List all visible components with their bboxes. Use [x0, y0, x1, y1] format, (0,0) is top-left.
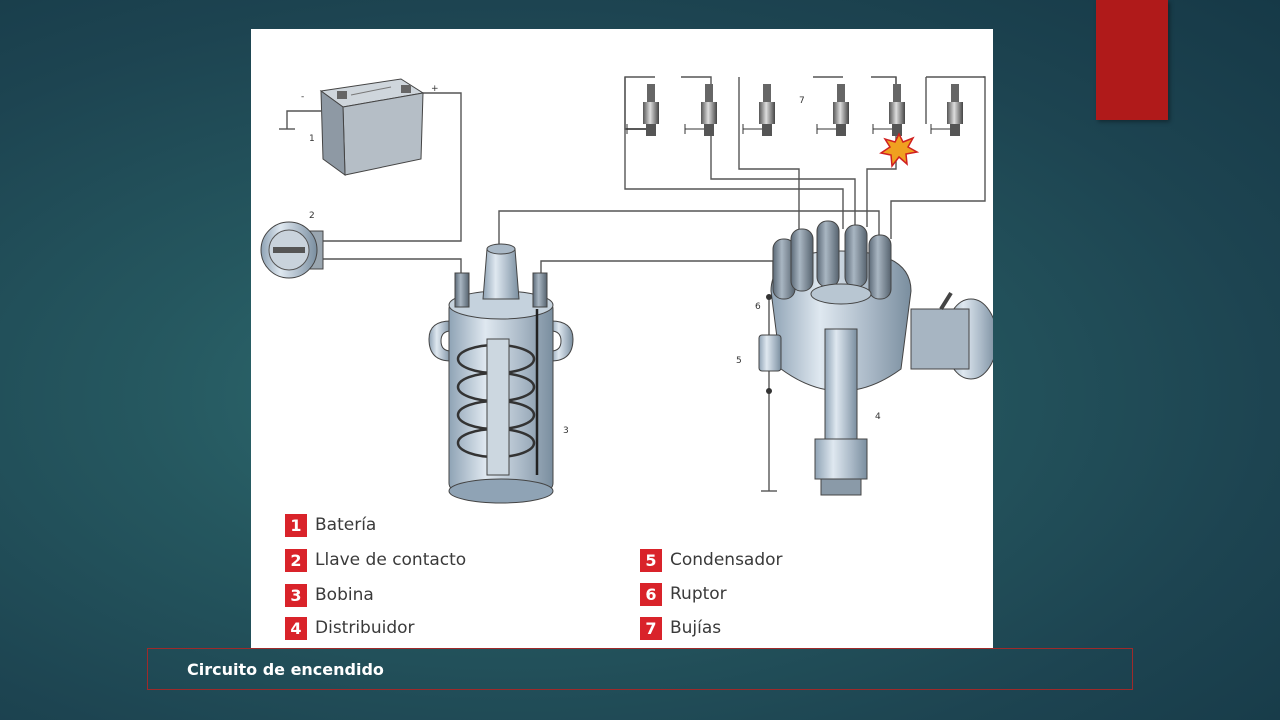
- legend-number-badge: 4: [285, 616, 307, 640]
- breaker-part-number: 6: [755, 302, 761, 312]
- legend-label: Condensador: [670, 550, 783, 570]
- legend-item: 7 Bujías: [640, 616, 721, 640]
- battery-part-number: 1: [309, 134, 315, 144]
- legend-label: Bujías: [670, 618, 722, 638]
- switch-part-number: 2: [309, 211, 315, 221]
- accent-bar: [1096, 0, 1168, 120]
- slide-caption: Circuito de encendido: [187, 660, 384, 679]
- legend-label: Llave de contacto: [315, 550, 467, 570]
- condenser-part-number: 5: [736, 356, 742, 366]
- ignition-switch-drawing: [260, 221, 324, 279]
- legend-label: Distribuidor: [315, 618, 415, 638]
- legend-label: Ruptor: [670, 584, 727, 604]
- battery-plus-label: +: [431, 84, 439, 94]
- legend-number-badge: 3: [285, 583, 307, 607]
- legend-number-badge: 5: [640, 548, 662, 572]
- legend-label: Bobina: [315, 585, 374, 605]
- legend-number-badge: 6: [640, 582, 662, 606]
- wiring: [279, 76, 986, 492]
- legend-item: 4 Distribuidor: [285, 616, 415, 640]
- spark-plugs-part-number: 7: [799, 96, 805, 106]
- legend-number-badge: 1: [285, 513, 307, 537]
- part-labels: - + 1 2 3 4 5 6 7: [301, 84, 881, 436]
- distributor-drawing: [758, 220, 993, 496]
- coil-drawing: [428, 243, 574, 504]
- legend-number-badge: 2: [285, 548, 307, 572]
- legend-item: 6 Ruptor: [640, 582, 727, 606]
- legend-number-badge: 7: [640, 616, 662, 640]
- caption-box: Circuito de encendido: [147, 648, 1133, 690]
- legend-label: Batería: [315, 515, 377, 535]
- spark-plugs: [626, 84, 963, 168]
- legend-item: 3 Bobina: [285, 583, 374, 607]
- ignition-circuit-drawing: - + 1 2 3 4 5 6 7: [260, 76, 993, 504]
- coil-part-number: 3: [563, 426, 569, 436]
- legend-item: 5 Condensador: [640, 548, 783, 572]
- battery-minus-label: -: [301, 92, 304, 102]
- ignition-diagram: - + 1 2 3 4 5 6 7 1 Batería 2 Llave de c…: [251, 29, 993, 648]
- battery-drawing: [319, 78, 425, 177]
- legend-item: 2 Llave de contacto: [285, 548, 466, 572]
- distributor-part-number: 4: [875, 412, 881, 422]
- legend-item: 1 Batería: [285, 513, 376, 537]
